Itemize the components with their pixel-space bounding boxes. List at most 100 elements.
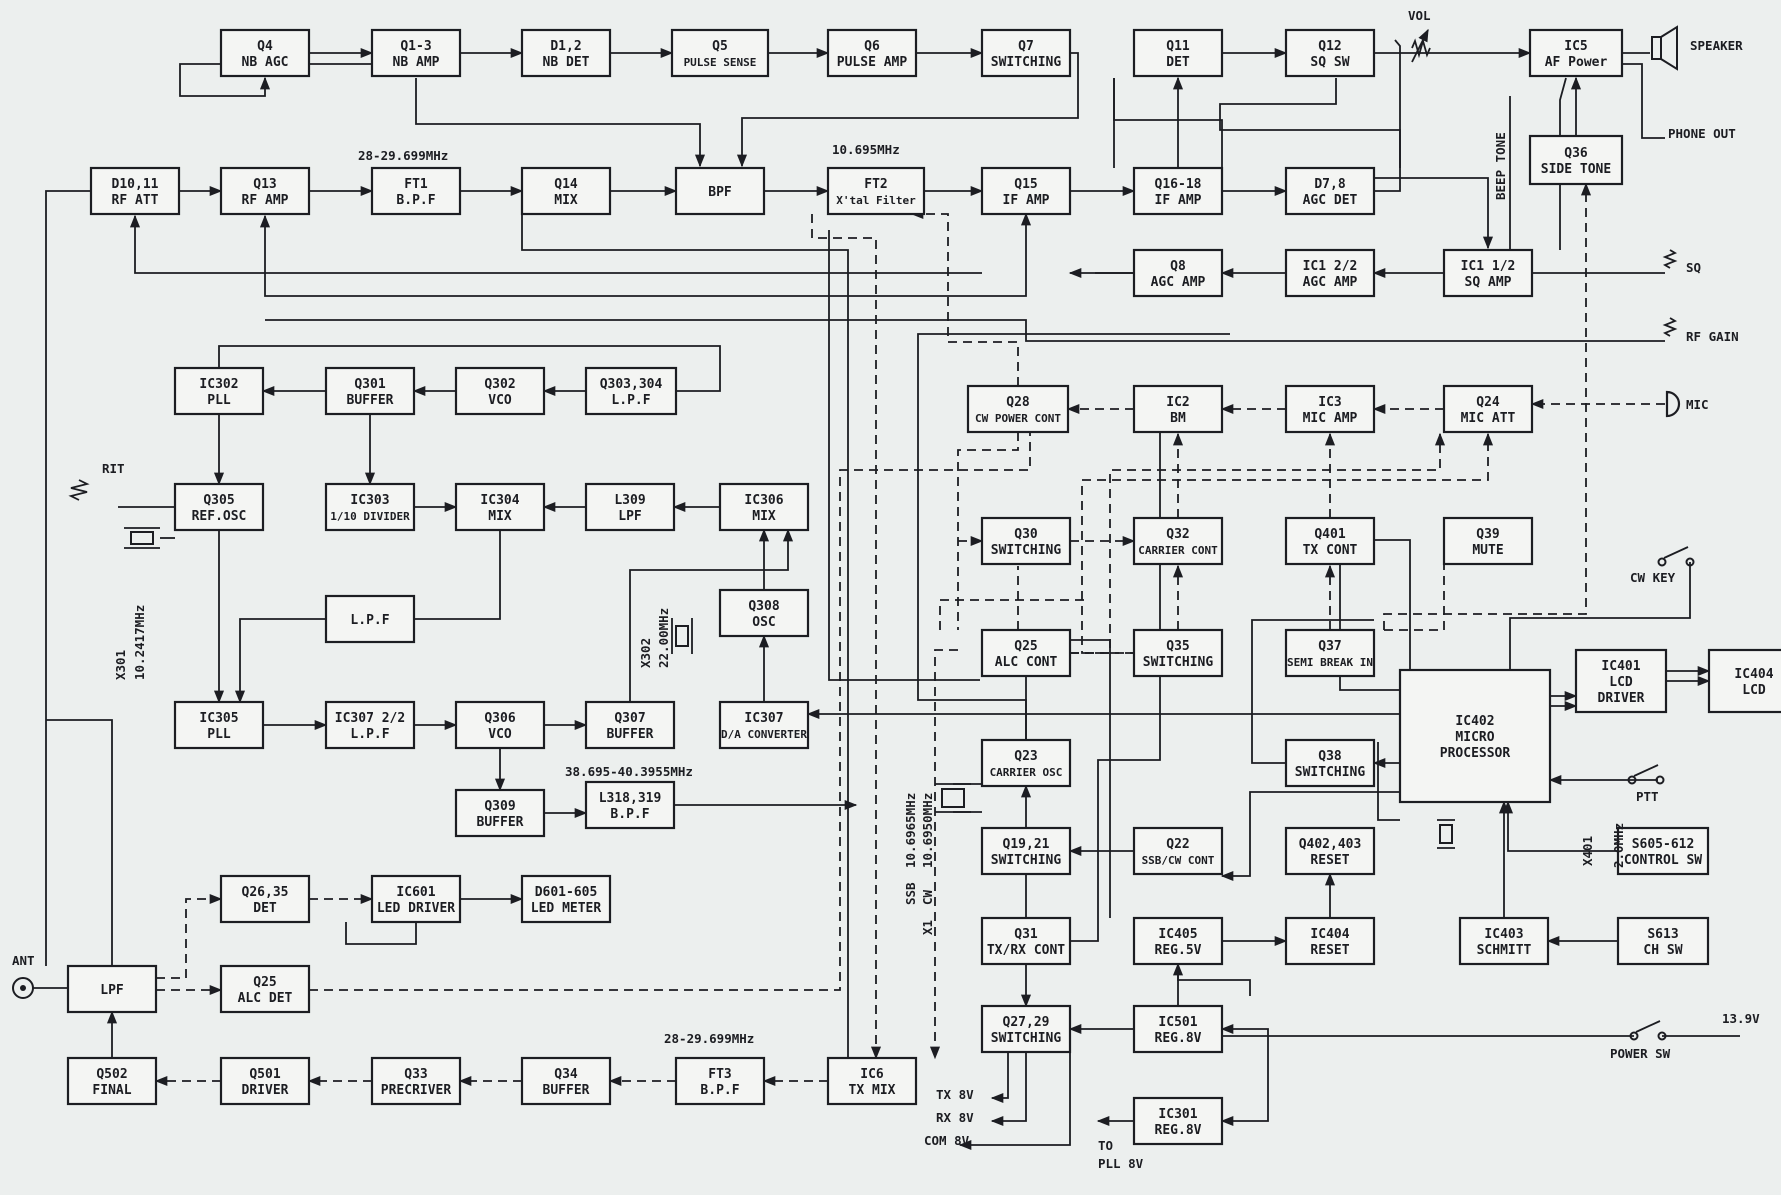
block-lpf-mid: L.P.F	[324, 594, 416, 644]
block-d601-line-1: LED METER	[531, 901, 602, 916]
block-q22-line-1: SSB/CW CONT	[1142, 854, 1215, 867]
block-ic404b-line-1: RESET	[1310, 943, 1349, 958]
block-ic501-line-1: REG.8V	[1155, 1031, 1202, 1046]
block-q309-line-1: BUFFER	[477, 815, 524, 830]
block-q37-line-0: Q37	[1318, 639, 1341, 654]
pll8v-label: PLL 8V	[1098, 1156, 1144, 1171]
block-q4-line-1: NB AGC	[242, 55, 289, 70]
block-ic404a-line-1: LCD	[1742, 683, 1766, 698]
power-switch-label: POWER SW	[1610, 1046, 1671, 1061]
ptt-switch-icon	[1627, 764, 1665, 785]
block-q12-line-1: SQ SW	[1310, 55, 1349, 70]
block-ic3-line-1: MIC AMP	[1303, 411, 1358, 426]
block-ic401-line-2: DRIVER	[1598, 691, 1645, 706]
block-d7-8-line-0: D7,8	[1314, 177, 1345, 192]
block-q30-line-1: SWITCHING	[991, 543, 1062, 558]
block-ic5-line-0: IC5	[1564, 39, 1587, 54]
beep-tone-label: BEEP TONE	[1493, 132, 1508, 200]
block-q13-line-1: RF AMP	[242, 193, 289, 208]
connection-22	[1219, 78, 1401, 192]
connection-81	[811, 214, 882, 1060]
block-ft1-line-1: B.P.F	[396, 193, 435, 208]
block-ic405-line-1: REG.5V	[1155, 943, 1202, 958]
block-ic403-line-1: SCHMITT	[1477, 943, 1532, 958]
cw-label: CW	[920, 889, 935, 905]
block-ic305-line-0: IC305	[199, 711, 238, 726]
connection-72	[957, 432, 1019, 630]
microphone-icon	[1665, 390, 1681, 418]
block-q31-line-1: TX/RX CONT	[987, 943, 1065, 958]
block-q33-line-1: PRECRIVER	[381, 1083, 452, 1098]
labels: VOL SPEAKER PHONE OUT BEEP TONE 28-29.69…	[12, 8, 1760, 1171]
block-ic1-12-line-1: SQ AMP	[1465, 275, 1512, 290]
block-q33-line-0: Q33	[404, 1067, 427, 1082]
connection-82	[929, 649, 958, 1060]
block-q306-line-1: VCO	[488, 727, 512, 742]
block-d1-2: D1,2NB DET	[520, 28, 612, 78]
block-q28-line-1: CW POWER CONT	[975, 412, 1061, 425]
block-q308-line-0: Q308	[748, 599, 779, 614]
block-q15-line-0: Q15	[1014, 177, 1037, 192]
block-q15-line-1: IF AMP	[1003, 193, 1050, 208]
block-q27-line-0: Q27,29	[1003, 1015, 1050, 1030]
block-q301-line-0: Q301	[354, 377, 385, 392]
connection-106	[917, 333, 1230, 740]
connection-117	[990, 1052, 1009, 1104]
cw-key-switch-icon	[1657, 546, 1695, 567]
connection-135	[345, 922, 417, 945]
block-q22-line-0: Q22	[1166, 837, 1189, 852]
x301-crystal-icon	[124, 527, 160, 549]
block-q24-line-1: MIC ATT	[1461, 411, 1516, 426]
connection-64	[1377, 742, 1400, 821]
connection-138	[828, 230, 980, 681]
block-q7-line-1: SWITCHING	[991, 55, 1062, 70]
rx8v-label: RX 8V	[936, 1110, 974, 1125]
block-ic6-line-1: TX MIX	[849, 1083, 896, 1098]
block-q6-line-0: Q6	[864, 39, 880, 54]
block-q305-line-1: REF.OSC	[192, 509, 247, 524]
vol-label: VOL	[1408, 8, 1431, 23]
x401-frequency-label: 2.0MHz	[1611, 823, 1626, 868]
connection-136	[309, 432, 1031, 991]
sq-label: SQ	[1686, 260, 1701, 275]
block-q16-18-line-0: Q16-18	[1155, 177, 1202, 192]
connection-49	[414, 530, 501, 620]
connection-115	[1220, 1023, 1269, 1036]
block-ic307a-line-1: L.P.F	[350, 727, 389, 742]
block-q302-line-0: Q302	[484, 377, 515, 392]
wires	[33, 39, 1740, 1151]
l318-frequency-label: 38.695-40.3955MHz	[565, 764, 693, 779]
block-q23-line-0: Q23	[1014, 749, 1037, 764]
block-q26-line-0: Q26,35	[242, 885, 289, 900]
x302-frequency-label: 22.00MHz	[656, 608, 671, 668]
block-s613-line-1: CH SW	[1643, 943, 1682, 958]
block-ic304-line-0: IC304	[480, 493, 519, 508]
block-q1-3-line-0: Q1-3	[400, 39, 431, 54]
block-d1-2-line-0: D1,2	[550, 39, 581, 54]
xtal-ssb-frequency-label: 10.6965MHz	[903, 793, 918, 868]
